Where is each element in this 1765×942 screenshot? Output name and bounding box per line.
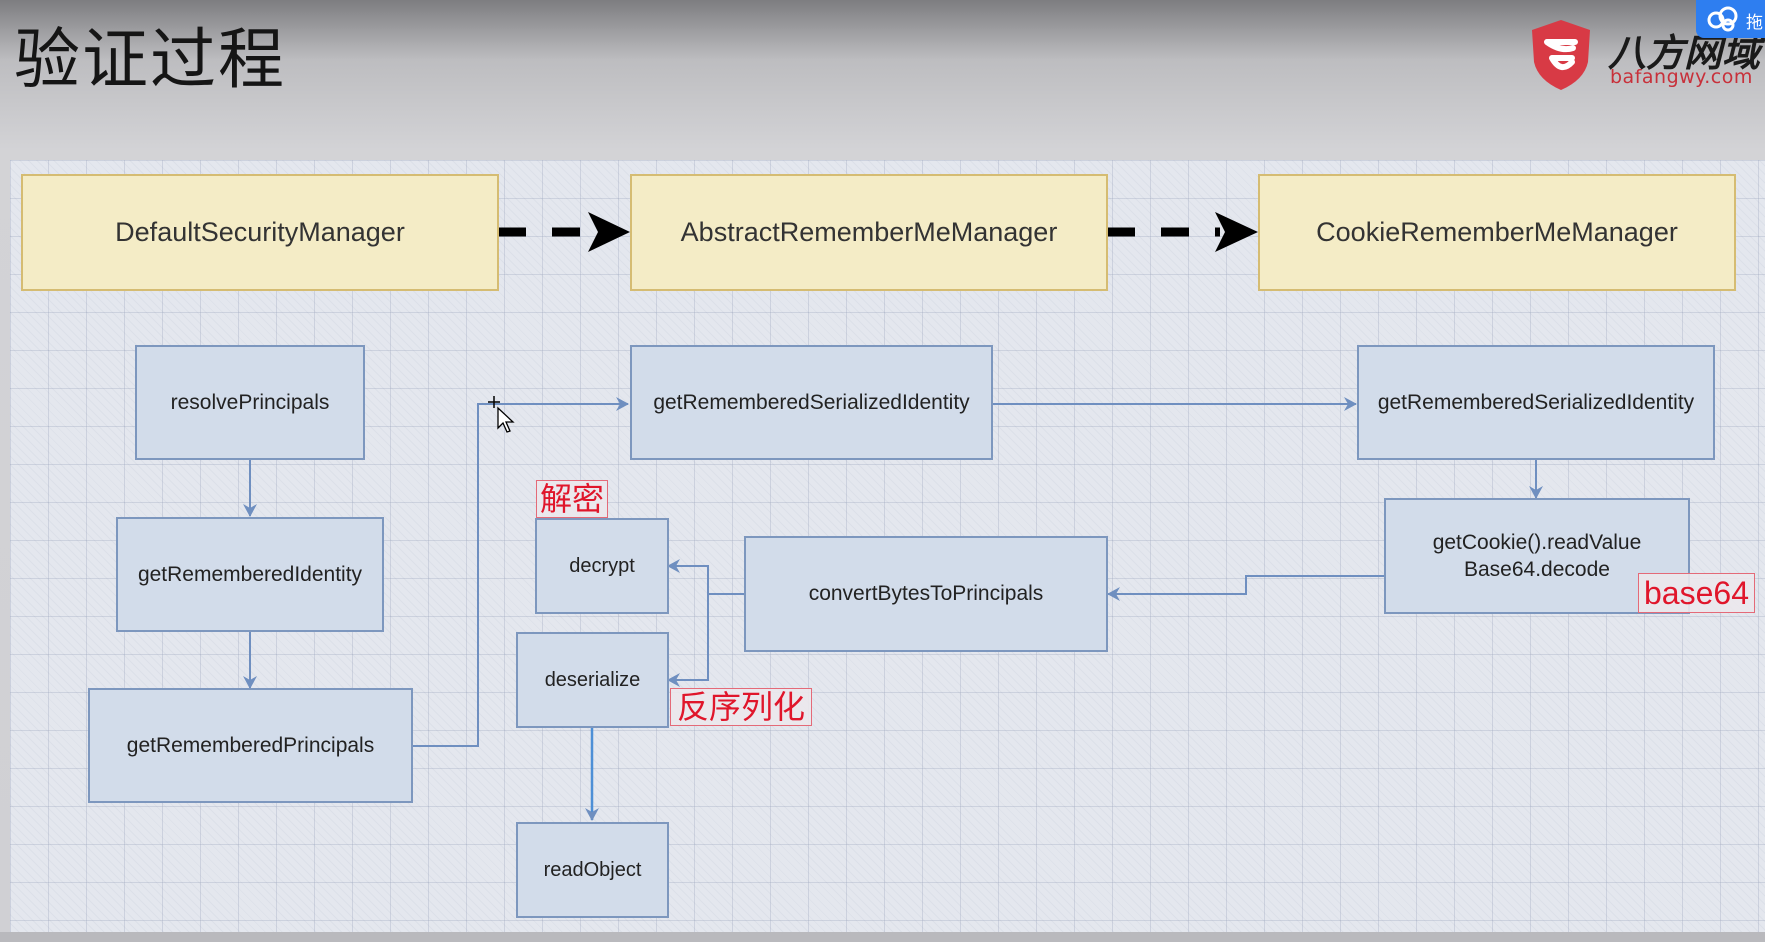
method-convert-bytes-to-principals[interactable]: convertBytesToPrincipals [744, 536, 1108, 652]
method-decrypt[interactable]: decrypt [535, 518, 669, 614]
note-base64: base64 [1638, 573, 1755, 613]
method-get-serialized-identity-abstract[interactable]: getRememberedSerializedIdentity [630, 345, 993, 460]
method-label-line1: getCookie().readValue [1432, 531, 1642, 554]
method-label: readObject [543, 858, 642, 881]
method-label: decrypt [569, 554, 635, 577]
dashed-inheritance-arrow-2 [1107, 212, 1258, 252]
slide-title: 验证过程 [14, 21, 286, 98]
method-label: getRememberedSerializedIdentity [653, 390, 970, 414]
method-get-remembered-identity[interactable]: getRememberedIdentity [116, 517, 384, 632]
note-deserialize: 反序列化 [670, 688, 813, 726]
class-label: AbstractRememberMeManager [680, 217, 1058, 247]
cloud-drive-widget[interactable]: 拖 [1696, 0, 1765, 38]
method-read-object[interactable]: readObject [516, 822, 669, 918]
cloud-widget-label: 拖 [1746, 13, 1763, 33]
method-label: deserialize [544, 668, 641, 691]
brand-logo: 八方网域 bafangwy.com [1528, 18, 1765, 98]
method-get-serialized-identity-cookie[interactable]: getRememberedSerializedIdentity [1357, 345, 1715, 460]
brand-url: bafangwy.com [1610, 66, 1753, 88]
canvas-bottom-bar [0, 932, 1765, 942]
mouse-cursor-icon [488, 396, 515, 433]
cloud-icon [1707, 6, 1738, 32]
dashed-inheritance-arrow-1 [498, 212, 630, 252]
class-cookie-remember-me-manager[interactable]: CookieRememberMeManager [1258, 174, 1736, 291]
method-label: getRememberedSerializedIdentity [1377, 390, 1695, 414]
class-default-security-manager[interactable]: DefaultSecurityManager [21, 174, 499, 291]
method-label-line2: Base64.decode [1464, 558, 1610, 581]
method-label: resolvePrincipals [170, 390, 330, 414]
method-resolve-principals[interactable]: resolvePrincipals [135, 345, 365, 460]
note-decrypt: 解密 [536, 480, 609, 518]
method-get-remembered-principals[interactable]: getRememberedPrincipals [88, 688, 413, 803]
method-label: convertBytesToPrincipals [808, 582, 1044, 605]
arrow-readvalue-to-convert [1107, 575, 1384, 601]
arrow-principals-to-serialized [412, 397, 629, 747]
method-label: getRememberedIdentity [137, 562, 363, 586]
class-abstract-remember-me-manager[interactable]: AbstractRememberMeManager [630, 174, 1108, 291]
class-label: CookieRememberMeManager [1316, 217, 1678, 247]
arrow-convert-to-deserialize [667, 594, 709, 687]
method-deserialize[interactable]: deserialize [516, 632, 669, 728]
arrow-convert-to-decrypt [667, 559, 744, 595]
class-label: DefaultSecurityManager [115, 217, 405, 247]
method-label: getRememberedPrincipals [126, 733, 375, 757]
shield-logo-icon [1532, 20, 1590, 90]
brand-name: 八方网域 [1608, 31, 1761, 75]
